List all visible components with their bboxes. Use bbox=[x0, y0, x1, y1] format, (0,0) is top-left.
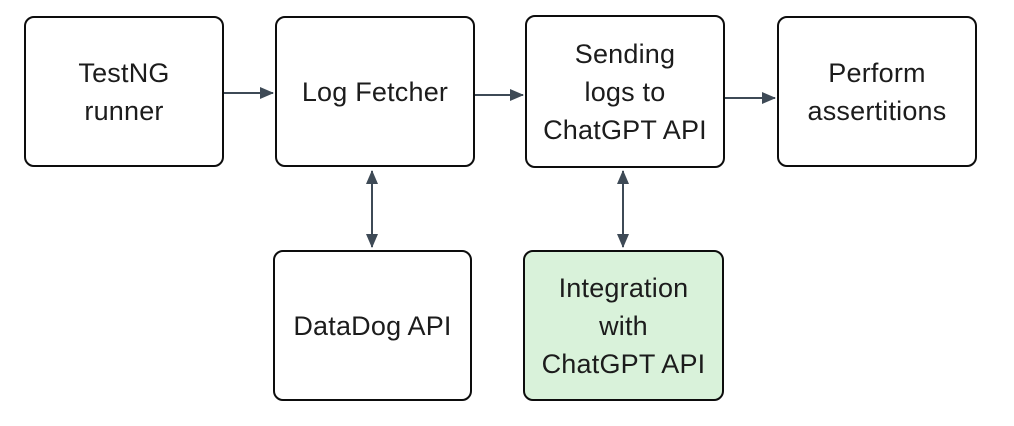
node-testng-runner: TestNG runner bbox=[24, 16, 224, 167]
node-integration-with-chatgpt-api: Integration with ChatGPT API bbox=[523, 250, 724, 401]
node-log-fetcher: Log Fetcher bbox=[275, 16, 475, 167]
node-perform-assertitions: Perform assertitions bbox=[777, 16, 977, 167]
node-datadog-api: DataDog API bbox=[273, 250, 472, 401]
node-sending-logs-to-chatgpt-api: Sending logs to ChatGPT API bbox=[525, 15, 725, 168]
